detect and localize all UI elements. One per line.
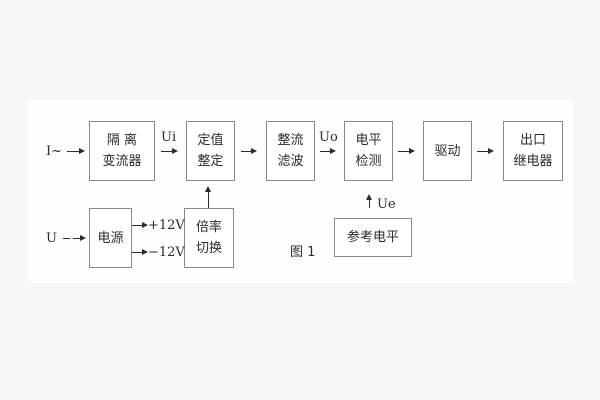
block-ratio-switch-line2: 切换 bbox=[195, 241, 222, 256]
arrow-setting-to-rectifier bbox=[241, 148, 257, 154]
arrow-input-current-to-isolation bbox=[67, 148, 85, 154]
block-output-relay-line1: 出口 bbox=[519, 133, 546, 148]
block-level-detector-line1: 电平 bbox=[355, 133, 382, 148]
ui-signal-label: Ui bbox=[161, 130, 177, 145]
block-output-relay: 出口 继电器 bbox=[503, 121, 563, 181]
block-reference-level: 参考电平 bbox=[334, 218, 412, 257]
plus-12v-label: +12V bbox=[148, 218, 185, 233]
block-setting-adjustment-line1: 定值 bbox=[197, 133, 224, 148]
block-isolation-converter-line2: 变流器 bbox=[102, 154, 142, 169]
arrow-driver-to-output-relay bbox=[477, 148, 494, 154]
block-ratio-switch: 倍率 切换 bbox=[184, 208, 234, 268]
minus-12v-label: −12V bbox=[148, 245, 185, 260]
block-rectifier-filter-line1: 整流 bbox=[277, 133, 304, 148]
block-level-detector: 电平 检测 bbox=[344, 121, 393, 181]
block-level-detector-line2: 检测 bbox=[355, 154, 382, 169]
block-output-relay-line2: 继电器 bbox=[513, 154, 553, 169]
block-ratio-switch-line1: 倍率 bbox=[195, 220, 222, 235]
block-power-supply: 电源 bbox=[89, 208, 132, 268]
input-current-label: I~ bbox=[46, 144, 63, 159]
arrow-reference-level-ue bbox=[366, 194, 372, 208]
block-reference-level-label: 参考电平 bbox=[346, 230, 399, 245]
arrow-power-supply-plus-12v bbox=[132, 222, 148, 228]
arrow-ratio-switch-to-setting bbox=[205, 186, 211, 208]
arrow-power-supply-minus-12v bbox=[132, 249, 148, 255]
block-rectifier-filter: 整流 滤波 bbox=[266, 121, 315, 181]
block-setting-adjustment-line2: 整定 bbox=[197, 154, 224, 169]
arrow-isolation-to-setting bbox=[161, 148, 178, 154]
block-isolation-converter: 隔 离 变流器 bbox=[89, 121, 155, 181]
ue-signal-label: Ue bbox=[377, 197, 396, 212]
input-voltage-lead-line bbox=[63, 238, 70, 239]
block-rectifier-filter-line2: 滤波 bbox=[277, 154, 304, 169]
arrow-rectifier-to-level-detector bbox=[320, 148, 336, 154]
block-driver: 驱动 bbox=[423, 121, 472, 181]
arrow-input-voltage-to-power-supply bbox=[73, 235, 86, 241]
arrow-level-detector-to-driver bbox=[398, 148, 415, 154]
input-voltage-label: U bbox=[46, 231, 57, 246]
block-driver-label: 驱动 bbox=[434, 143, 461, 159]
uo-signal-label: Uo bbox=[319, 130, 338, 145]
block-setting-adjustment: 定值 整定 bbox=[186, 121, 235, 181]
block-power-supply-label: 电源 bbox=[97, 230, 124, 246]
block-isolation-converter-line1: 隔 离 bbox=[106, 133, 138, 148]
figure-caption: 图 1 bbox=[290, 245, 316, 260]
